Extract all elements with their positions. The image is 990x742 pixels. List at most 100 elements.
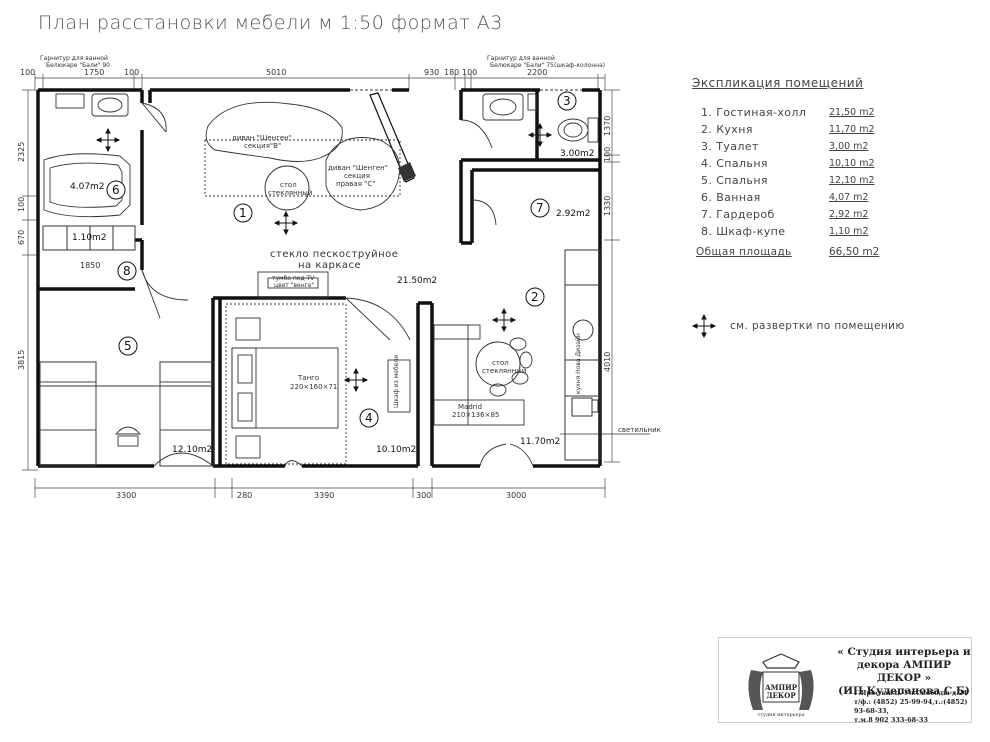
- dim-top-6: 100: [462, 68, 477, 77]
- tv-stand-color: цвет "венге": [274, 282, 314, 289]
- furniture-labels: Гарнитур для ванной Белюкаре "Бали" 90 Г…: [40, 55, 661, 435]
- bath-set1-model: Белюкаре "Бали" 90: [46, 62, 110, 69]
- svg-text:студия интерьера: студия интерьера: [757, 712, 804, 718]
- dim-left-0: 2325: [17, 142, 26, 162]
- total-label: Общая площадь: [696, 246, 792, 258]
- stamp-address: Г.Ярославль Ул.Свободы д.24: [854, 689, 968, 697]
- room-5-number: 5: [124, 339, 132, 353]
- legend-text: см. развертки по помещению: [730, 320, 905, 332]
- lamp-label: светильник: [618, 426, 661, 434]
- room-name: 2. Кухня: [701, 123, 753, 136]
- explication-title: Экспликация помещений: [692, 76, 864, 90]
- sofa2-label: диван "Шенген": [328, 164, 388, 172]
- kitchen-label: кухня Нова Дизайн: [575, 333, 582, 394]
- dim-bottom-1: 280: [237, 491, 252, 500]
- stamp-line1: « Студия интерьера и: [837, 646, 971, 658]
- dimensions-left: [22, 89, 38, 471]
- dimensions-left-text: 2325 100 670 1850 3815: [17, 142, 100, 370]
- dim-right-1: 100: [603, 147, 612, 162]
- room-6-area: 4.07m2: [70, 182, 105, 192]
- room-4-number: 4: [365, 411, 373, 425]
- dim-left-1: 100: [17, 197, 26, 212]
- room-area: 12,10 m2: [829, 175, 875, 186]
- sofa1-label: диван "Шенген": [232, 134, 292, 142]
- bathroom-fixtures: [43, 93, 131, 218]
- room-name: 7. Гардероб: [701, 208, 775, 221]
- room-name: 5. Спальня: [701, 174, 768, 187]
- stamp-phone2: т.м.8 902 333-68-33: [854, 716, 928, 724]
- explication-row: 7. Гардероб 2,92 m2: [692, 206, 892, 223]
- room-areas: 21.50m2 11.70m2 3.00m2 10.10m2 12.10m2 4…: [70, 149, 595, 455]
- room-area: 1,10 m2: [829, 226, 869, 237]
- stamp-contacts: Г.Ярославль Ул.Свободы д.24 т/ф.: (4852)…: [854, 689, 974, 725]
- dim-top-3: 5010: [266, 68, 286, 77]
- dim-bottom-3: 300: [416, 491, 431, 500]
- bath-set1-label: Гарнитур для ванной: [40, 55, 108, 62]
- room-2-area: 11.70m2: [520, 437, 560, 447]
- bed-size: 220×160×71: [290, 383, 337, 391]
- dim-top-4: 930: [424, 68, 439, 77]
- dimensions-right-text: 1370 100 1330 4010: [603, 116, 612, 372]
- bedroom5-furniture: [39, 361, 215, 467]
- bath-set2-model: Белюкаре "Бали" 75(шкаф-колонна): [490, 62, 605, 69]
- stamp-line2: декора АМПИР ДЕКОР »: [857, 659, 951, 684]
- stamp-line3: (ИП Кулепанова С.Б): [838, 685, 970, 697]
- dimensions-top: [34, 74, 606, 90]
- room-3-area: 3.00m2: [560, 149, 595, 159]
- room-name: 1. Гостиная-холл: [701, 106, 807, 119]
- explication-row: 5. Спальня 12,10 m2: [692, 172, 892, 189]
- room-7-area: 2.92m2: [556, 209, 591, 219]
- living-room-furniture: [204, 101, 401, 211]
- room-name: 8. Шкаф-купе: [701, 225, 786, 238]
- studio-logo-icon: АМПИР ДЕКОР студия интерьера: [748, 653, 814, 718]
- dimensions-top-text: 100 1750 100 5010 930 180 100 2200: [20, 68, 547, 77]
- total-value: 66,50 m2: [829, 246, 880, 258]
- glass-label-1: стекло пескоструйное: [270, 249, 398, 260]
- partitions: [42, 225, 601, 461]
- room-name: 4. Спальня: [701, 157, 768, 170]
- dim-bottom-0: 3300: [116, 491, 136, 500]
- room-3-number: 3: [563, 94, 571, 108]
- room-markers: [106, 91, 577, 428]
- sofa2-section: секция: [344, 172, 370, 180]
- dim-right-2: 1330: [603, 196, 612, 216]
- dim-top-0: 100: [20, 68, 35, 77]
- room-area: 2,92 m2: [829, 209, 869, 220]
- explication-row: 8. Шкаф-купе 1,10 m2: [692, 223, 892, 240]
- room-area: 11,70 m2: [829, 124, 875, 135]
- room-2-number: 2: [531, 290, 539, 304]
- compass-icon: [691, 313, 717, 339]
- kitchen-furniture: [433, 324, 533, 426]
- explication-total: Общая площадь 66,50 m2: [692, 246, 892, 258]
- dim-right-3: 4010: [603, 352, 612, 372]
- tv-stand-label: тумба под TV: [272, 275, 315, 282]
- room-6-number: 6: [112, 183, 120, 197]
- compass-symbols: [95, 122, 553, 393]
- glass-label-2: на каркасе: [298, 260, 361, 271]
- room-area: 4,07 m2: [829, 192, 869, 203]
- toilet-fixtures: [482, 93, 599, 143]
- room-area: 10,10 m2: [829, 158, 875, 169]
- table1-label: стол: [280, 181, 297, 189]
- room-4-area: 10.10m2: [376, 445, 416, 455]
- explication-row: 2. Кухня 11,70 m2: [692, 121, 892, 138]
- explication-row: 4. Спальня 10,10 m2: [692, 155, 892, 172]
- bedroom4-furniture: [225, 271, 411, 465]
- svg-text:ДЕКОР: ДЕКОР: [766, 691, 796, 700]
- bed-label: Танго: [297, 374, 319, 382]
- glass-partition: [369, 92, 416, 183]
- legend: см. развертки по помещению: [682, 308, 942, 344]
- room-numbers: 1 2 3 4 5 6 7 8: [112, 94, 571, 425]
- dim-bottom-2: 3390: [314, 491, 334, 500]
- dim-left-2: 670: [17, 230, 26, 245]
- explication-row: 6. Ванная 4,07 m2: [692, 189, 892, 206]
- dim-left-4: 3815: [17, 350, 26, 370]
- room-area: 3,00 m2: [829, 141, 869, 152]
- room-8-area: 1.10m2: [72, 233, 107, 243]
- dimensions-right: [604, 89, 620, 463]
- room-name: 6. Ванная: [701, 191, 761, 204]
- room-8-number: 8: [123, 264, 131, 278]
- kitchen-sofa-size: 210×136×85: [452, 411, 499, 419]
